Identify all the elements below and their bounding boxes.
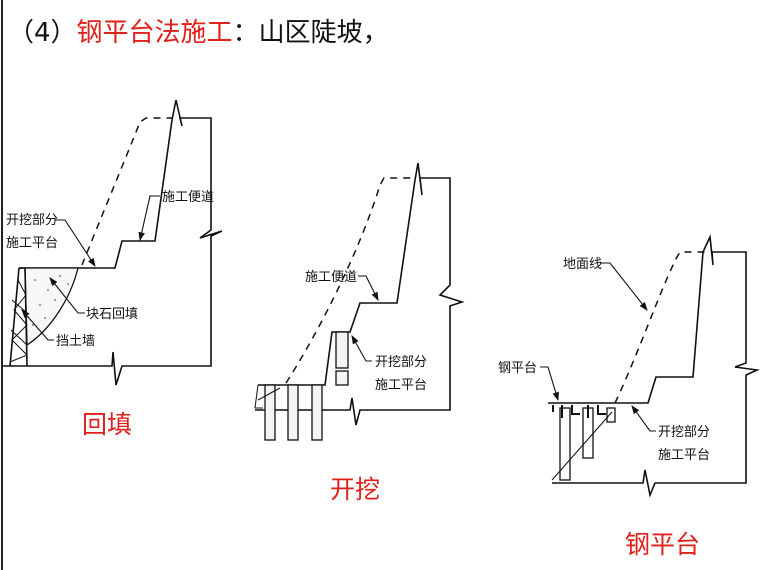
label-fill: 块石回填 xyxy=(86,307,138,322)
label-platform-1: 开挖部分 xyxy=(6,213,58,228)
label-platform-2: 施工平台 xyxy=(375,378,427,393)
diagram-backfill: 施工便道 开挖部分 施工平台 块石回填 挡土墙 回填 xyxy=(3,99,223,439)
diagram-steel-platform: 地面线 钢平台 开挖部分 施工平台 钢平台 xyxy=(498,234,760,559)
label-steel-platform: 钢平台 xyxy=(498,361,537,376)
label-platform-2: 施工平台 xyxy=(6,236,58,251)
label-platform-1: 开挖部分 xyxy=(658,425,710,440)
slide-border xyxy=(1,0,3,570)
diagram-excavation: 施工便道 开挖部分 施工平台 开挖 xyxy=(254,162,465,504)
title-highlight: 钢平台法施工 xyxy=(76,18,233,48)
caption-steel-platform: 钢平台 xyxy=(625,530,700,559)
label-platform-2: 施工平台 xyxy=(658,448,710,463)
fill-dots xyxy=(32,275,69,326)
caption-backfill: 回填 xyxy=(82,410,132,439)
label-road: 施工便道 xyxy=(305,270,357,285)
caption-excavation: 开挖 xyxy=(330,475,380,504)
label-ground-line: 地面线 xyxy=(563,257,602,272)
label-wall: 挡土墙 xyxy=(56,334,95,349)
steel-beams xyxy=(552,405,606,418)
title-suffix: ：山区陡坡， xyxy=(232,18,389,48)
label-platform-1: 开挖部分 xyxy=(375,355,427,370)
title-number: （4） xyxy=(8,18,77,48)
slide-title: （4）钢平台法施工：山区陡坡， xyxy=(8,12,389,49)
label-road: 施工便道 xyxy=(162,190,214,205)
